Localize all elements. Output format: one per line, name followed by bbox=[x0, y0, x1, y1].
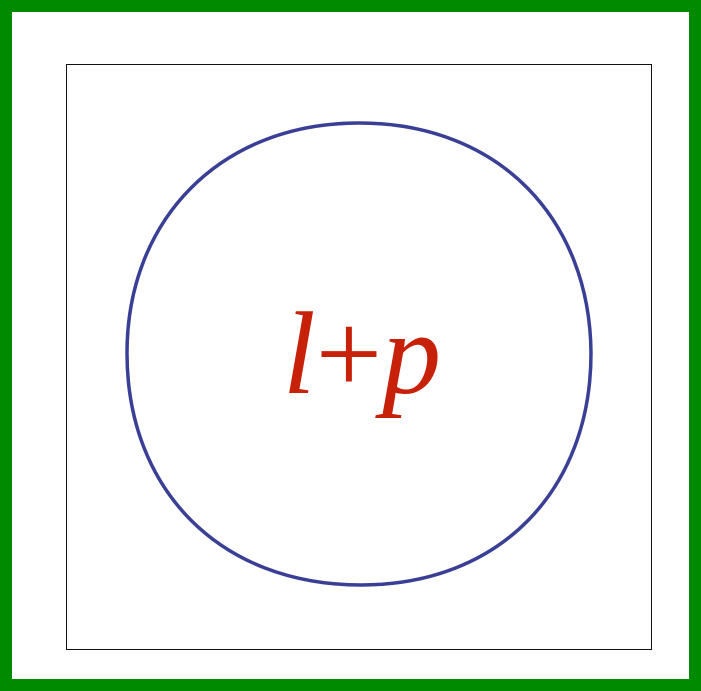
formula-term-p: p bbox=[375, 288, 441, 419]
formula-term-l: l bbox=[283, 288, 316, 419]
blob-circle bbox=[125, 121, 593, 587]
formula-plus: + bbox=[316, 288, 383, 419]
inner-frame bbox=[66, 64, 652, 650]
formula-label: l+p bbox=[283, 288, 441, 419]
